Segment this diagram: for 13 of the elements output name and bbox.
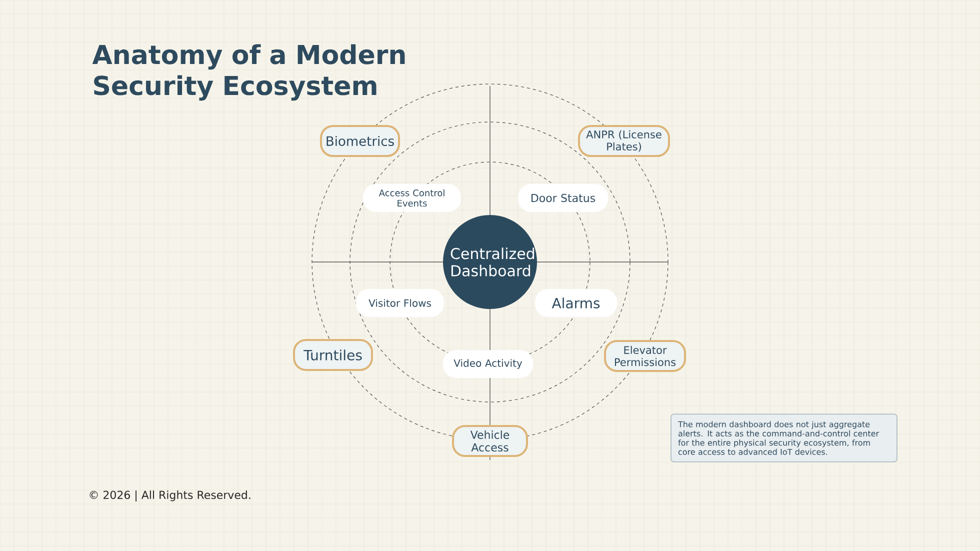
event-pill: Video Activity (443, 350, 533, 378)
title: Anatomy of a Modern Security Ecosystem (92, 44, 405, 101)
note-box: The modern dashboard does not just aggregate alerts. It acts as the command-and-control center for the entire physical security ecosystem, from core access to advanced IoT devices. (670, 414, 898, 462)
event-pill: Visitor Flows (356, 289, 444, 317)
category-pill: ANPR (License Plates) (578, 125, 670, 157)
category-pill: Turntiles (293, 339, 373, 371)
footer-text: © 2026 | All Rights Reserved. (90, 490, 250, 502)
event-pill: Door Status (518, 184, 608, 212)
category-pill: Elevator Permissions (604, 340, 686, 372)
event-pill: Alarms (535, 289, 617, 317)
category-pill: Vehicle Access (452, 425, 528, 457)
event-pill: Access Control Events (363, 184, 461, 212)
category-pill: Biometrics (320, 125, 400, 157)
